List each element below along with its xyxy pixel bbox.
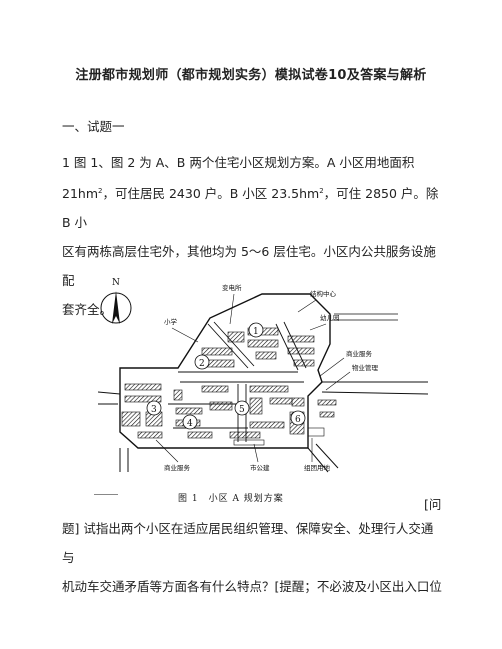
paragraph-2-line-1: 题] 试指出两个小区在适应居民组织管理、保障安全、处理行人交通与 [62,521,434,565]
label-club: 结构中心 [310,289,337,298]
building-blocks [121,327,337,446]
label-kindergarten: 幼儿园 [320,313,340,322]
paragraph-1: 1 图 1、图 2 为 A、B 两个住宅小区规划方案。A 小区用地面积 21hm… [62,148,444,324]
label-substation: 变电所 [222,283,242,292]
paragraph-2-line-2: 机动车交通矛盾等方面各有什么特点？[提醒；不必波及小区出入口位 [62,579,442,594]
figure-caption-rule [94,494,118,495]
label-property: 物业管理 [352,363,379,372]
block-number: 1 [253,327,259,337]
superscript: 2 [98,187,103,195]
internal-roads [168,321,307,442]
block-number: 6 [295,415,301,425]
block-number: 5 [239,405,245,415]
area-b-text: ，可住居民 2430 户。B 小区 23.5hm [102,186,320,201]
label-school: 小学 [164,317,178,326]
question-tag: [问 [424,497,442,512]
block-number: 3 [151,405,157,415]
site-outline [97,293,429,473]
section-heading: 一、试题一 [62,119,125,134]
paragraph-1-line-3: 区有两栋高层住宅外，其他均为 5～6 层住宅。小区内公共服务设施配 [62,244,436,288]
site-plan-figure: N [97,272,429,474]
paragraph-1-line-4: 套齐全。 [62,302,113,317]
area-a-text: 21hm [62,186,99,201]
block-numbers: 1 2 3 4 5 6 [146,322,306,430]
label-commerce-bottom: 商业服务 [164,463,191,472]
block-number: 4 [187,419,193,429]
paragraph-2: 题] 试指出两个小区在适应居民组织管理、保障安全、处理行人交通与 机动车交通矛盾… [62,514,444,601]
superscript: 2 [319,187,324,195]
north-label: N [112,278,120,288]
households-text: ，可住 2850 户。除 B 小 [62,186,439,230]
document-title: 注册都市规划师（都市规划实务）模拟试卷10及答案与解析 [75,68,427,83]
figure-labels: 变电所 小学 结构中心 幼儿园 商业服务 物业管理 商业服务 市公建 组团用地 [164,283,379,472]
label-commerce-right: 商业服务 [346,349,373,358]
block-number: 2 [199,359,205,369]
label-parking: 组团用地 [304,463,331,472]
figure-caption: 图 1 小区 A 规划方案 [178,494,284,504]
paragraph-1-line-2: 21hm2，可住居民 2430 户。B 小区 23.5hm2，可住 2850 户… [62,177,444,237]
label-market: 市公建 [250,463,270,472]
leader-lines [155,293,351,463]
paragraph-1-line-1: 1 图 1、图 2 为 A、B 两个住宅小区规划方案。A 小区用地面积 [62,155,415,170]
north-arrow-icon: N [100,278,132,324]
